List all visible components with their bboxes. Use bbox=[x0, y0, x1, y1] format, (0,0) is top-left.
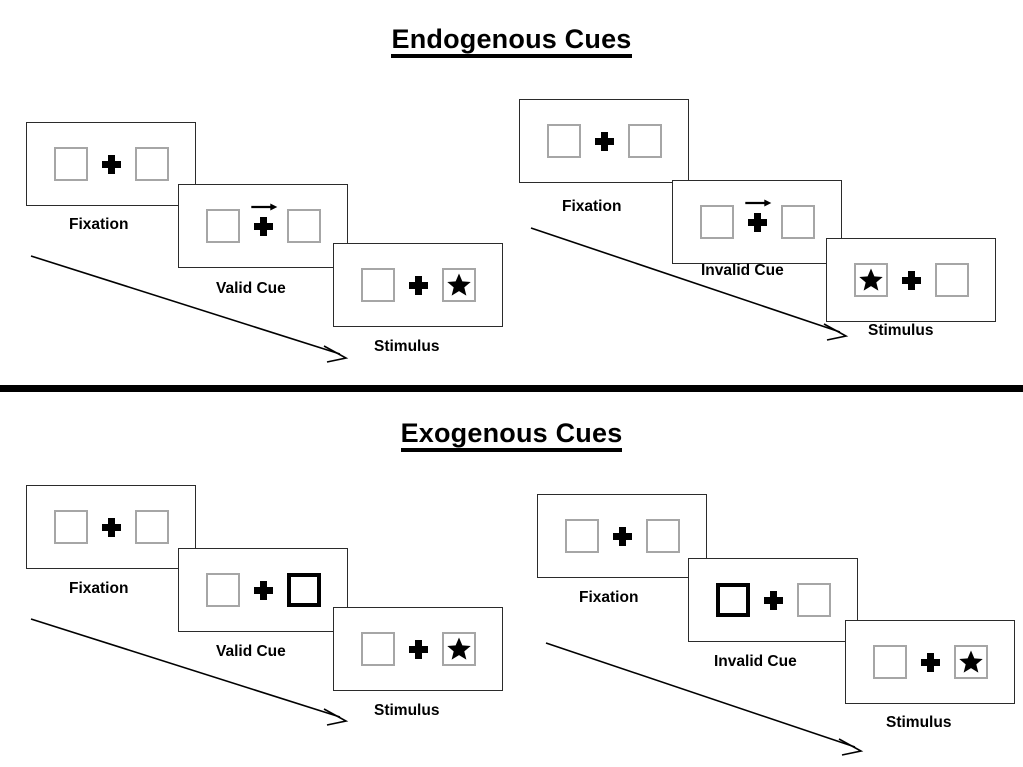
panel-endogenous-valid-fixation[interactable] bbox=[26, 122, 196, 206]
empty-box-icon-left bbox=[360, 268, 395, 302]
fixation-cross-icon bbox=[251, 203, 278, 236]
fixation-cross-icon bbox=[920, 652, 940, 672]
cued-box-icon-left bbox=[715, 583, 750, 617]
fixation-cross-icon bbox=[101, 154, 121, 174]
panel-exogenous-valid-stimulus[interactable] bbox=[333, 607, 503, 691]
caption-endogenous-invalid-fixation: Fixation bbox=[562, 198, 622, 215]
arrow-right-icon bbox=[745, 199, 772, 206]
star-target-box bbox=[853, 263, 888, 297]
star-icon bbox=[446, 273, 471, 296]
empty-box-icon-left bbox=[564, 519, 599, 553]
panel-endogenous-valid-stimulus[interactable] bbox=[333, 243, 503, 327]
fixation-cross-icon bbox=[612, 526, 632, 546]
caption-endogenous-invalid-stimulus: Stimulus bbox=[868, 322, 934, 339]
empty-box-icon-left bbox=[53, 147, 88, 181]
section-title-endogenous-text: Endogenous Cues bbox=[391, 25, 632, 59]
caption-endogenous-valid-cue: Valid Cue bbox=[216, 280, 286, 297]
section-divider bbox=[0, 385, 1023, 392]
empty-box-icon-left bbox=[546, 124, 581, 158]
panel-exogenous-invalid-fixation[interactable] bbox=[537, 494, 707, 578]
panel-endogenous-valid-cue[interactable] bbox=[178, 184, 348, 268]
panel-endogenous-invalid-stimulus[interactable] bbox=[826, 238, 996, 322]
caption-exogenous-valid-fixation: Fixation bbox=[69, 580, 129, 597]
panel-endogenous-invalid-fixation[interactable] bbox=[519, 99, 689, 183]
panel-exogenous-invalid-stimulus[interactable] bbox=[845, 620, 1015, 704]
caption-exogenous-valid-cue: Valid Cue bbox=[216, 643, 286, 660]
caption-endogenous-invalid-cue: Invalid Cue bbox=[701, 262, 784, 279]
caption-exogenous-invalid-fixation: Fixation bbox=[579, 589, 639, 606]
star-icon bbox=[958, 650, 983, 673]
sequence-arrow-icon bbox=[545, 642, 864, 756]
empty-box-icon-right bbox=[134, 147, 169, 181]
empty-box-icon-left bbox=[699, 205, 734, 239]
empty-box-icon-right bbox=[627, 124, 662, 158]
star-target-box bbox=[441, 632, 476, 666]
panel-exogenous-valid-fixation[interactable] bbox=[26, 485, 196, 569]
section-title-exogenous-text: Exogenous Cues bbox=[400, 419, 623, 453]
empty-box-icon-right bbox=[934, 263, 969, 297]
panel-endogenous-invalid-cue[interactable] bbox=[672, 180, 842, 264]
caption-endogenous-valid-stimulus: Stimulus bbox=[374, 338, 440, 355]
fixation-cross-icon bbox=[101, 517, 121, 537]
empty-box-icon-left bbox=[205, 573, 240, 607]
empty-box-icon-left bbox=[872, 645, 907, 679]
empty-box-icon-left bbox=[53, 510, 88, 544]
section-title-endogenous: Endogenous Cues bbox=[0, 24, 1023, 59]
fixation-cross-icon bbox=[763, 590, 783, 610]
fixation-cross-icon bbox=[594, 131, 614, 151]
fixation-cross-icon bbox=[901, 270, 921, 290]
empty-box-icon-left bbox=[360, 632, 395, 666]
caption-exogenous-invalid-stimulus: Stimulus bbox=[886, 714, 952, 731]
empty-box-icon-right bbox=[645, 519, 680, 553]
panel-exogenous-valid-cue[interactable] bbox=[178, 548, 348, 632]
caption-exogenous-valid-stimulus: Stimulus bbox=[374, 702, 440, 719]
star-icon bbox=[858, 268, 883, 291]
arrow-right-icon bbox=[251, 203, 278, 210]
fixation-cross-icon bbox=[253, 580, 273, 600]
star-target-box bbox=[441, 268, 476, 302]
empty-box-icon-right bbox=[286, 209, 321, 243]
empty-box-icon-right bbox=[780, 205, 815, 239]
empty-box-icon-left bbox=[205, 209, 240, 243]
fixation-cross-icon bbox=[408, 639, 428, 659]
section-title-exogenous: Exogenous Cues bbox=[0, 418, 1023, 453]
star-target-box bbox=[953, 645, 988, 679]
empty-box-icon-right bbox=[796, 583, 831, 617]
caption-endogenous-valid-fixation: Fixation bbox=[69, 216, 129, 233]
panel-exogenous-invalid-cue[interactable] bbox=[688, 558, 858, 642]
empty-box-icon-right bbox=[134, 510, 169, 544]
cued-box-icon-right bbox=[286, 573, 321, 607]
fixation-cross-icon bbox=[745, 199, 772, 232]
star-icon bbox=[446, 637, 471, 660]
fixation-cross-icon bbox=[408, 275, 428, 295]
caption-exogenous-invalid-cue: Invalid Cue bbox=[714, 653, 797, 670]
